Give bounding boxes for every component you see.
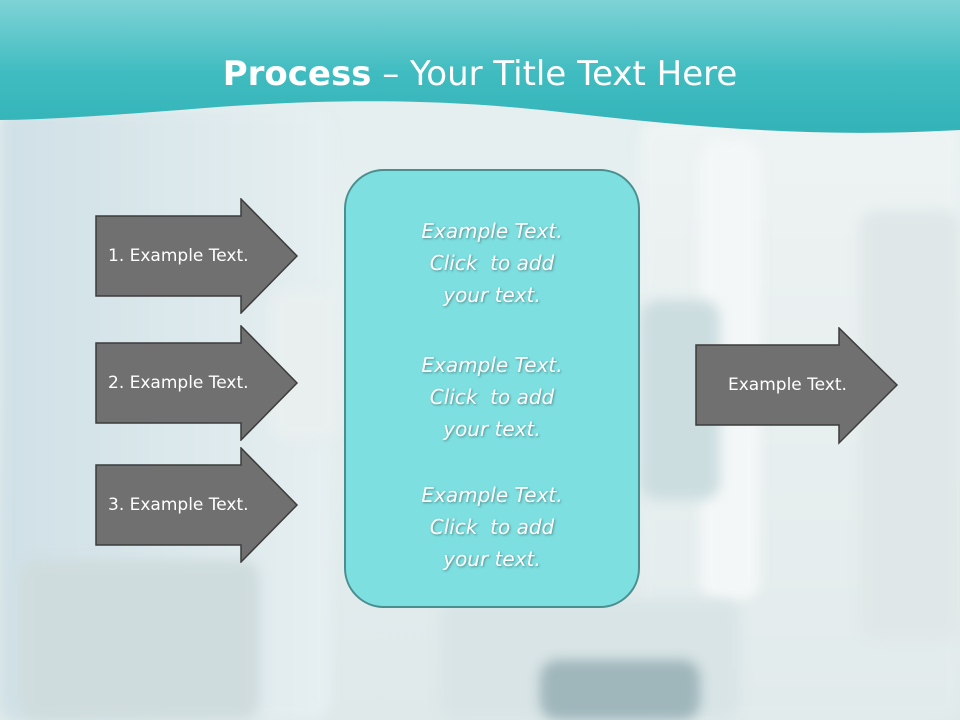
left-arrow-3-label: 3. Example Text.: [108, 495, 249, 515]
center-block-2-line-3: your text.: [443, 417, 541, 441]
center-block-1-line-2: Click to add: [429, 251, 555, 275]
title-bold: Process: [222, 54, 372, 94]
left-arrow-2[interactable]: 2. Example Text.: [95, 325, 299, 441]
arrow-shape: [95, 325, 299, 441]
arrow-shape: [95, 447, 299, 563]
title-rest: – Your Title Text Here: [371, 54, 738, 94]
left-arrow-1[interactable]: 1. Example Text.: [95, 198, 299, 314]
slide-title[interactable]: Process – Your Title Text Here: [0, 52, 960, 96]
arrow-shape: [695, 327, 899, 445]
center-text-block-2: Example Text. Click to add your text.: [346, 349, 638, 445]
left-arrow-1-label: 1. Example Text.: [108, 246, 249, 266]
left-arrow-3[interactable]: 3. Example Text.: [95, 447, 299, 563]
center-block-2-line-2: Click to add: [429, 385, 555, 409]
center-text-box[interactable]: Example Text. Click to add your text. Ex…: [344, 169, 640, 608]
right-arrow[interactable]: Example Text.: [695, 327, 899, 445]
arrow-shape: [95, 198, 299, 314]
center-block-1-line-3: your text.: [443, 283, 541, 307]
right-arrow-label: Example Text.: [728, 375, 847, 395]
left-arrow-2-label: 2. Example Text.: [108, 373, 249, 393]
center-text-block-1: Example Text. Click to add your text.: [346, 215, 638, 311]
center-block-2-line-1: Example Text.: [421, 353, 563, 377]
center-block-3-line-3: your text.: [443, 547, 541, 571]
center-block-3-line-2: Click to add: [429, 515, 555, 539]
center-text-block-3: Example Text. Click to add your text.: [346, 479, 638, 575]
center-block-3-line-1: Example Text.: [421, 483, 563, 507]
center-block-1-line-1: Example Text.: [421, 219, 563, 243]
header-band: [0, 0, 960, 133]
